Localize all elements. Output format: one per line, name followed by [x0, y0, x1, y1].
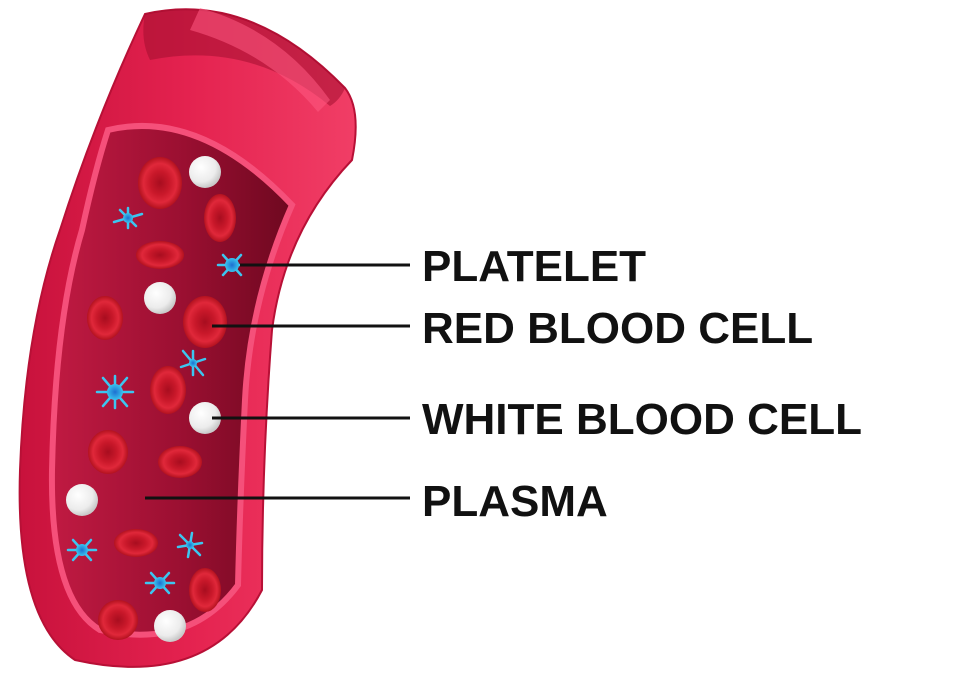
plasma-label: PLASMA: [422, 477, 608, 526]
red-blood-cell: [87, 296, 123, 340]
red-blood-cell: [88, 430, 128, 474]
red-blood-cell: [183, 296, 227, 348]
platelet-label: PLATELET: [422, 242, 646, 291]
red-blood-cell: [136, 241, 184, 269]
red-blood-cell: [189, 568, 221, 612]
white-blood-cell: [144, 282, 176, 314]
white-blood-cell-label: WHITE BLOOD CELL: [422, 395, 862, 444]
red-blood-cell-label: RED BLOOD CELL: [422, 304, 813, 353]
white-blood-cell: [66, 484, 98, 516]
red-blood-cell: [114, 529, 158, 557]
red-blood-cell: [98, 600, 138, 640]
white-blood-cell: [189, 156, 221, 188]
red-blood-cell: [138, 157, 182, 209]
red-blood-cell: [204, 194, 236, 242]
red-blood-cell: [158, 446, 202, 478]
red-blood-cell: [150, 366, 186, 414]
white-blood-cell: [154, 610, 186, 642]
